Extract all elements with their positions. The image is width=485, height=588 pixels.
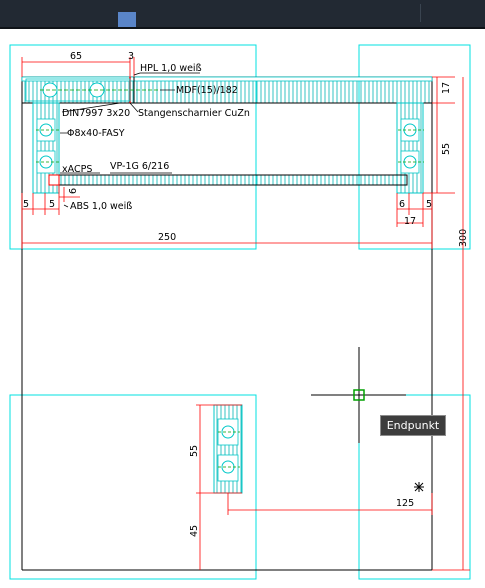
label-hinge[interactable]: Stangenscharnier CuZn <box>138 108 250 119</box>
dimension-texts: 65 3 17 55 5 5 6 6 5 17 250 300 55 45 12… <box>23 51 469 537</box>
dim-65[interactable]: 65 <box>70 51 82 62</box>
label-hpl[interactable]: HPL 1,0 weiß <box>140 63 202 74</box>
active-tab-indicator[interactable] <box>118 12 136 27</box>
dim-55-top[interactable]: 55 <box>441 143 452 155</box>
snap-marker-icon <box>353 389 365 401</box>
label-abs[interactable]: ABS 1,0 weiß <box>70 201 132 212</box>
dim-300[interactable]: 300 <box>458 229 469 247</box>
viewport-bottom-right[interactable] <box>358 394 471 580</box>
dim-17-top[interactable]: 17 <box>441 82 452 94</box>
dim-5-left-a[interactable]: 5 <box>23 199 29 210</box>
dim-5-left-b[interactable]: 5 <box>49 199 55 210</box>
dim-5-right[interactable]: 5 <box>426 199 432 210</box>
left-side-part <box>32 102 60 194</box>
asterisk-icon <box>414 482 424 492</box>
dim-6-right[interactable]: 6 <box>399 199 405 210</box>
drawing-canvas[interactable]: HPL 1,0 weiß MDF(15)/182 DIN7997 3x20 St… <box>0 27 485 588</box>
bottom-part <box>213 404 243 494</box>
toolbar-right-section <box>420 4 485 22</box>
dimension-lines <box>21 57 470 571</box>
dim-6-left[interactable]: 6 <box>68 188 79 194</box>
dim-250[interactable]: 250 <box>158 232 176 243</box>
main-outline <box>21 77 433 571</box>
viewport-bottom-left[interactable] <box>9 394 257 580</box>
viewport-frames <box>9 44 471 580</box>
dim-45[interactable]: 45 <box>189 525 200 537</box>
label-din[interactable]: DIN7997 3x20 <box>62 108 130 119</box>
label-vp[interactable]: VP-1G 6/216 <box>110 161 169 172</box>
label-dowel[interactable]: Φ8x40-FASY <box>67 128 125 139</box>
dim-125[interactable]: 125 <box>396 498 414 509</box>
top-panel <box>21 76 433 104</box>
label-xacps[interactable]: xACPS <box>62 164 92 175</box>
leader-lines <box>60 72 200 208</box>
snap-tooltip: Endpunkt <box>380 415 446 436</box>
label-mdf[interactable]: MDF(15)/182 <box>176 85 238 96</box>
crosshair-cursor <box>311 347 406 443</box>
top-toolbar <box>0 0 485 29</box>
annotation-labels: HPL 1,0 weiß MDF(15)/182 DIN7997 3x20 St… <box>62 63 250 212</box>
viewport-top-right[interactable] <box>358 44 471 250</box>
dim-55-bottom[interactable]: 55 <box>189 445 200 457</box>
dim-17-bottom[interactable]: 17 <box>404 216 416 227</box>
viewport-top-left[interactable] <box>9 44 257 250</box>
dim-3[interactable]: 3 <box>128 51 134 62</box>
shelf-panel <box>48 174 408 186</box>
